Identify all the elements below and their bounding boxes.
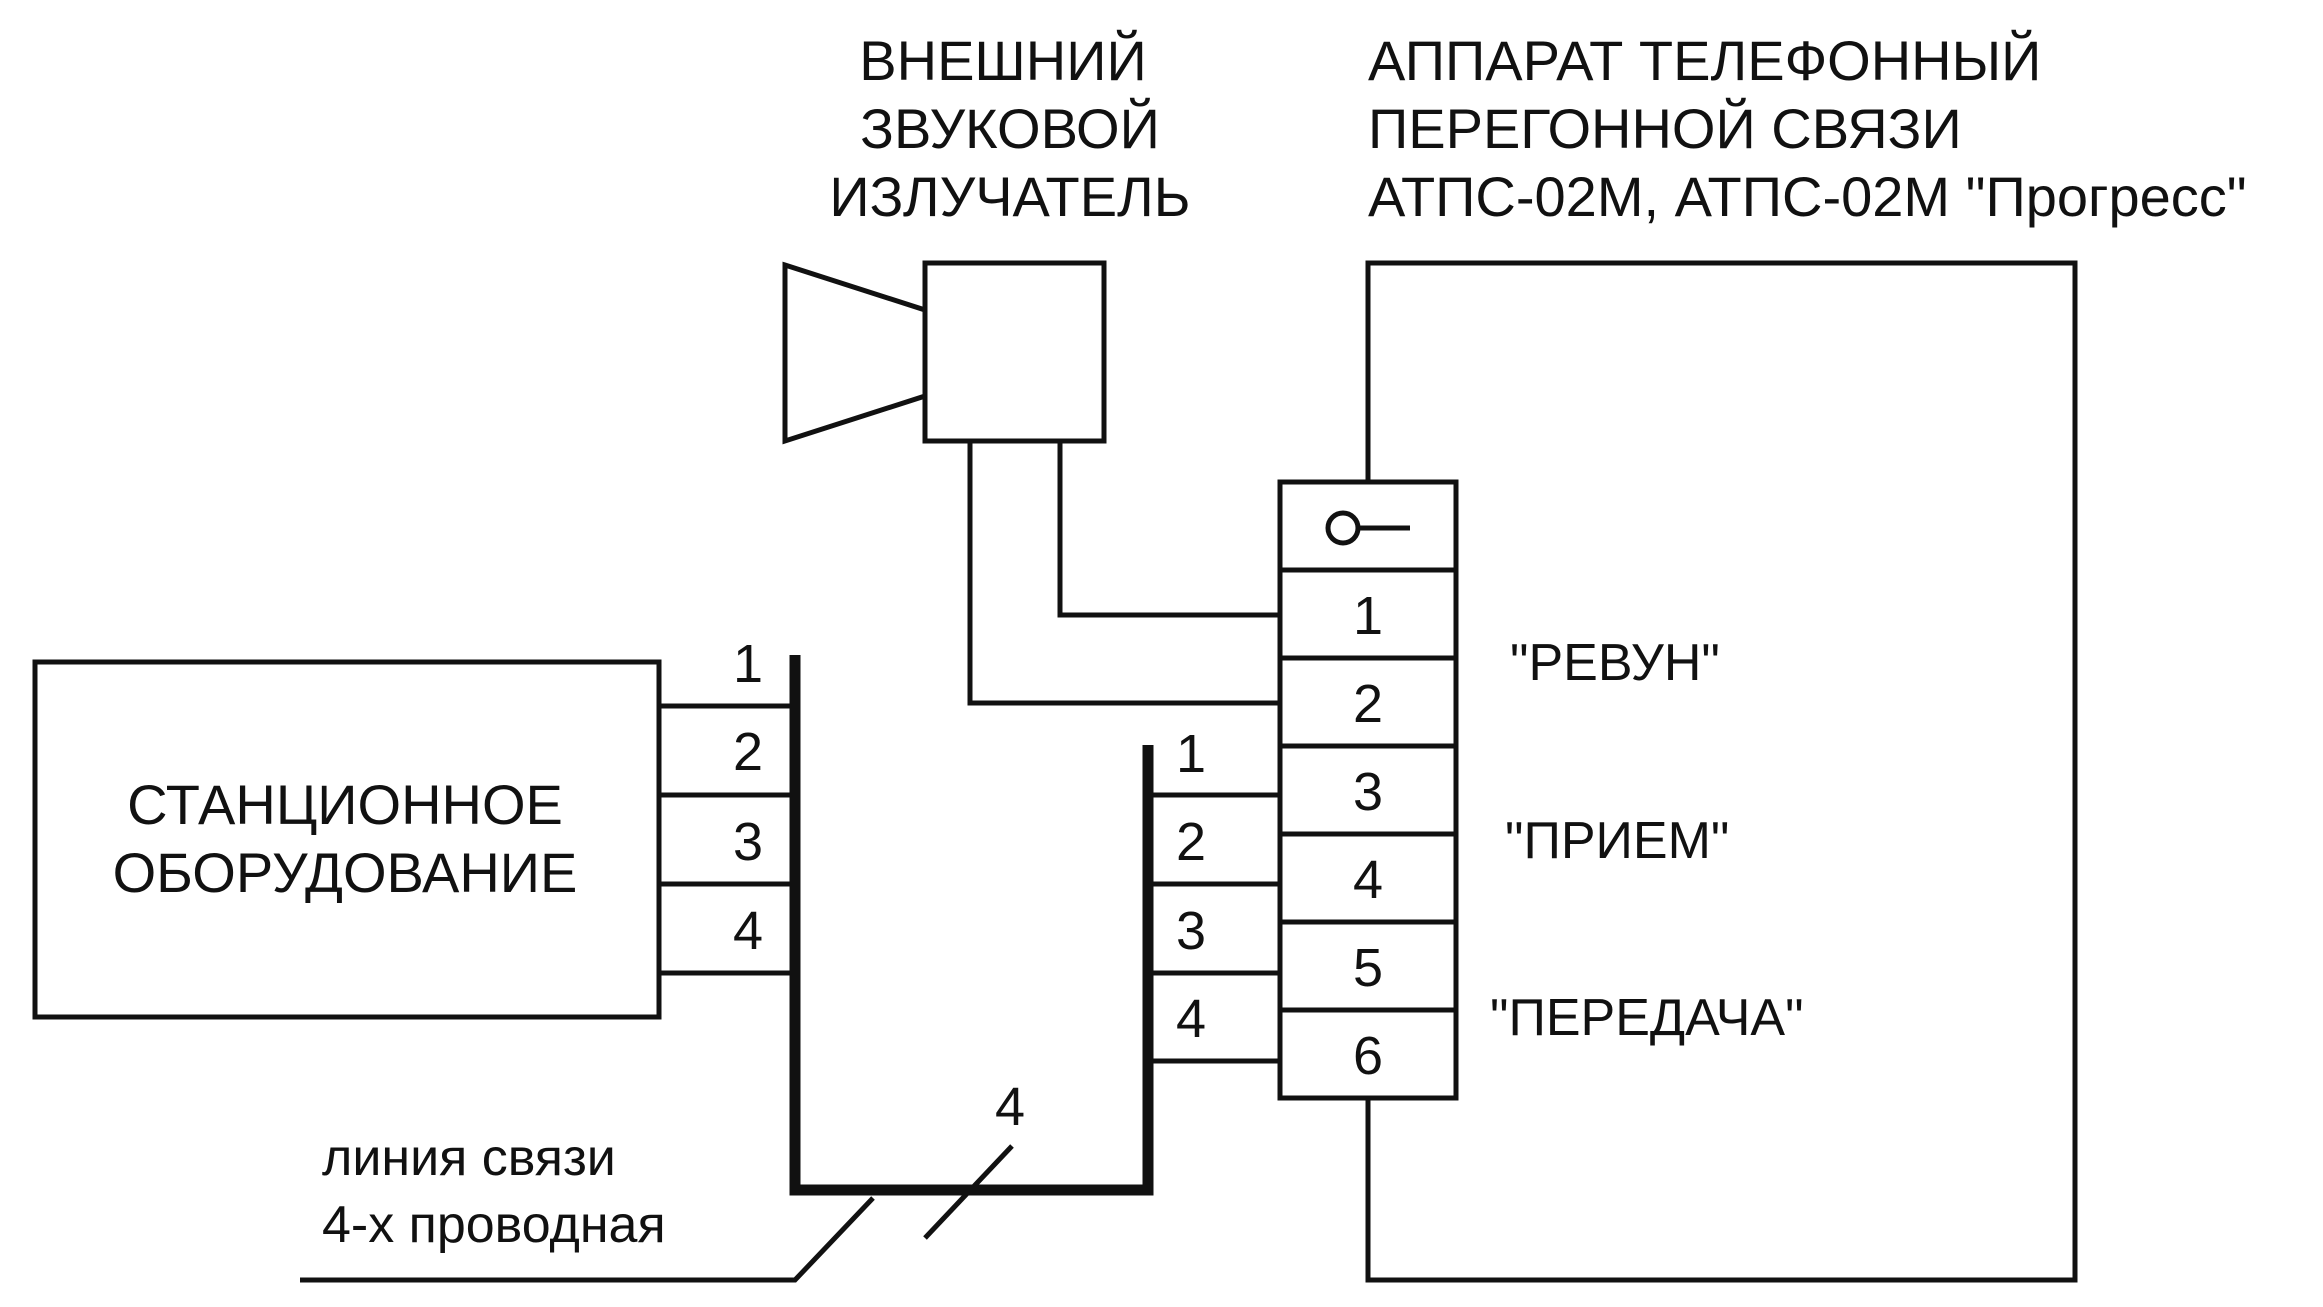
signal-priem: "ПРИЕМ"	[1505, 812, 1729, 870]
station-wire-2-label: 2	[733, 722, 763, 782]
terminal-4-label: 4	[1353, 850, 1383, 910]
terminal-block: 1 2 3 4 5 6	[1277, 479, 1459, 1101]
speaker-body	[922, 260, 1107, 444]
station-wire-4-label: 4	[733, 901, 763, 961]
wire-count-label: 4	[995, 1077, 1025, 1137]
line-label-leader	[300, 1196, 875, 1283]
terminal-5	[1277, 919, 1459, 1013]
speaker	[782, 260, 1107, 445]
terminal-3	[1277, 743, 1459, 837]
station-wire-3-label: 3	[733, 812, 763, 872]
terminal-6	[1277, 1007, 1459, 1101]
terminal-2	[1277, 655, 1459, 749]
bus-wire-3-label: 3	[1176, 901, 1206, 961]
apparatus-title-line-2: ПЕРЕГОННОЙ СВЯЗИ	[1368, 97, 1962, 160]
line-label-line-2: 4-х проводная	[322, 1196, 666, 1254]
signal-revun: "РЕВУН"	[1510, 634, 1720, 692]
terminal-2-label: 2	[1353, 674, 1383, 734]
speaker-wire-a	[1057, 441, 1280, 618]
wire-count-slash	[923, 1144, 1014, 1240]
terminal-1-label: 1	[1353, 586, 1383, 646]
terminal-6-label: 6	[1353, 1026, 1383, 1086]
apparatus-title-line-1: АППАРАТ ТЕЛЕФОННЫЙ	[1368, 29, 2041, 92]
terminal-4	[1277, 831, 1459, 925]
apparatus-title-line-3: АТПС-02М, АТПС-02М "Прогресс"	[1368, 165, 2247, 228]
line-label-line-1: линия связи	[322, 1129, 616, 1187]
terminal-1	[1277, 567, 1459, 661]
station-title-line-1: СТАНЦИОННОЕ	[127, 773, 563, 836]
station-equipment-box	[32, 659, 662, 1020]
apparatus-housing	[1365, 260, 2078, 1283]
horn-icon	[782, 261, 928, 445]
bus-wire-1-label: 1	[1176, 724, 1206, 784]
speaker-title-line-2: ЗВУКОВОЙ	[860, 97, 1160, 160]
terminal-5-label: 5	[1353, 938, 1383, 998]
signal-peredacha: "ПЕРЕДАЧА"	[1490, 989, 1804, 1047]
terminal-3-label: 3	[1353, 762, 1383, 822]
station-wire-1-label: 1	[733, 634, 763, 694]
speaker-title-line-3: ИЗЛУЧАТЕЛЬ	[829, 165, 1190, 228]
speaker-title-line-1: ВНЕШНИЙ	[859, 29, 1146, 92]
speaker-wire-b	[967, 441, 1280, 706]
bus-wire-2-label: 2	[1176, 812, 1206, 872]
bus-wire-4-label: 4	[1176, 989, 1206, 1049]
station-title-line-2: ОБОРУДОВАНИЕ	[113, 841, 578, 904]
communication-line-bus	[789, 655, 1154, 1196]
